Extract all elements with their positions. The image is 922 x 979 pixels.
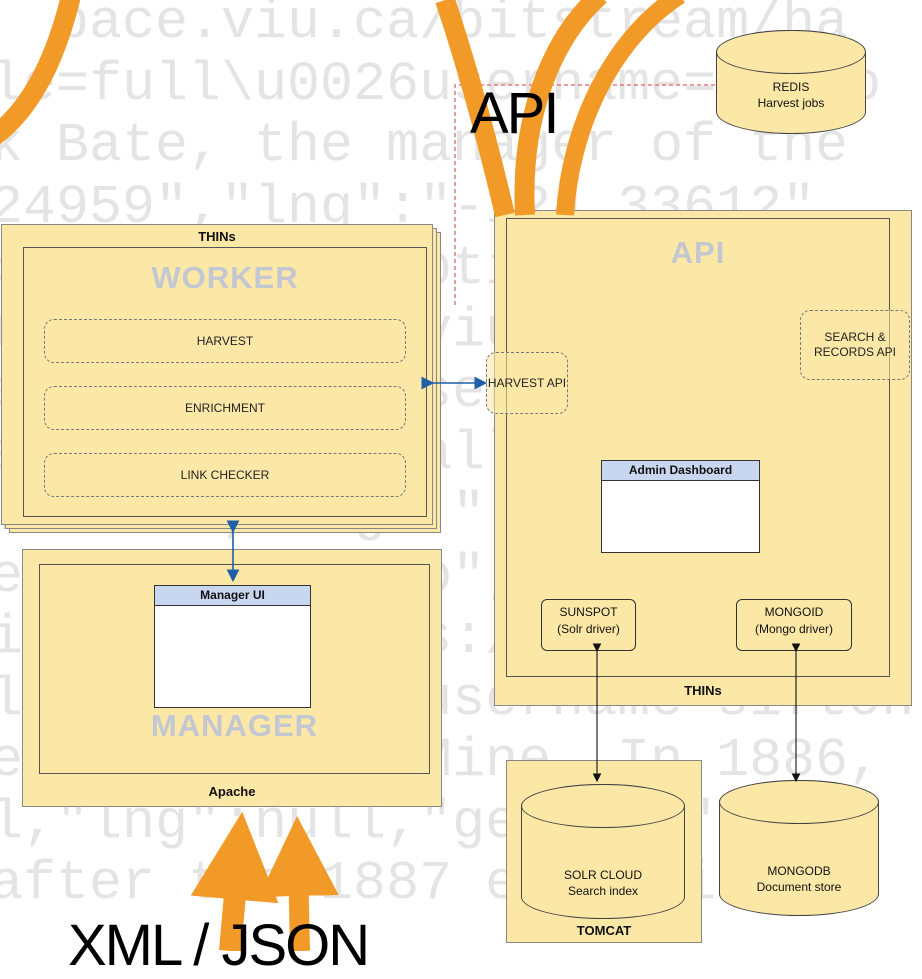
apache-label: Apache	[208, 784, 256, 799]
orange-arrow-top-3	[556, 0, 685, 216]
worker-panel: THINs WORKER HARVEST ENRICHMENT LINK CHE…	[1, 224, 433, 525]
api-top-label: API	[470, 81, 559, 146]
orange-arrow-top-2	[514, 0, 607, 216]
xml-json-label: XML / JSON	[68, 913, 370, 978]
orange-arrow-top-left	[0, 0, 80, 145]
api-thins-label: THINs	[684, 683, 722, 698]
manager-panel: MANAGER Manager UI Apache	[22, 549, 442, 807]
solr-cloud-sub: Search index	[567, 884, 639, 898]
harvest-module: HARVEST	[44, 319, 406, 363]
redis-dashed-link	[454, 84, 726, 305]
manager-inner: MANAGER Manager UI	[39, 564, 430, 774]
link-checker-module: LINK CHECKER	[44, 453, 406, 497]
sunspot-box: SUNSPOT (Solr driver)	[541, 599, 636, 651]
redis-cylinder: REDIS Harvest jobs	[716, 30, 866, 134]
tomcat-label: TOMCAT	[576, 923, 632, 938]
orange-arrow-top-1	[435, 0, 515, 218]
redis-sub: Harvest jobs	[757, 96, 825, 110]
redis-label: REDIS	[772, 80, 810, 94]
mongodb-label: MONGODB	[767, 864, 831, 878]
arrows-layer	[0, 0, 801, 951]
solr-cloud-label: SOLR CLOUD	[563, 868, 643, 882]
connector-lines	[454, 84, 726, 305]
api-panel: API Admin Dashboard SUNSPOT (Solr driver…	[494, 210, 912, 706]
admin-dashboard-title: Admin Dashboard	[602, 461, 759, 481]
api-ghost-label: API	[670, 235, 726, 270]
mongodb-cylinder: MONGODB Document store	[719, 780, 879, 916]
solr-cloud-cylinder: SOLR CLOUD Search index	[521, 784, 685, 919]
orange-arrow-bottom-1	[190, 811, 279, 951]
manager-ghost-label: MANAGER	[150, 708, 319, 743]
manager-ui-title: Manager UI	[155, 586, 310, 606]
worker-title: THINs	[198, 229, 236, 244]
harvest-api-box: HARVEST API	[486, 352, 568, 414]
worker-inner: WORKER HARVEST ENRICHMENT LINK CHECKER	[23, 247, 427, 517]
enrichment-module: ENRICHMENT	[44, 386, 406, 430]
admin-dashboard-window: Admin Dashboard	[601, 460, 760, 553]
worker-ghost-label: WORKER	[151, 260, 299, 295]
search-records-api-box: SEARCH & RECORDS API	[800, 310, 910, 380]
orange-arrow-bottom-2	[258, 816, 339, 951]
manager-ui-window: Manager UI	[154, 585, 311, 708]
tomcat-panel: SOLR CLOUD Search index TOMCAT	[506, 760, 702, 943]
mongodb-sub: Document store	[756, 880, 842, 894]
mongoid-box: MONGOID (Mongo driver)	[736, 599, 852, 651]
api-inner: API Admin Dashboard SUNSPOT (Solr driver…	[506, 218, 890, 677]
